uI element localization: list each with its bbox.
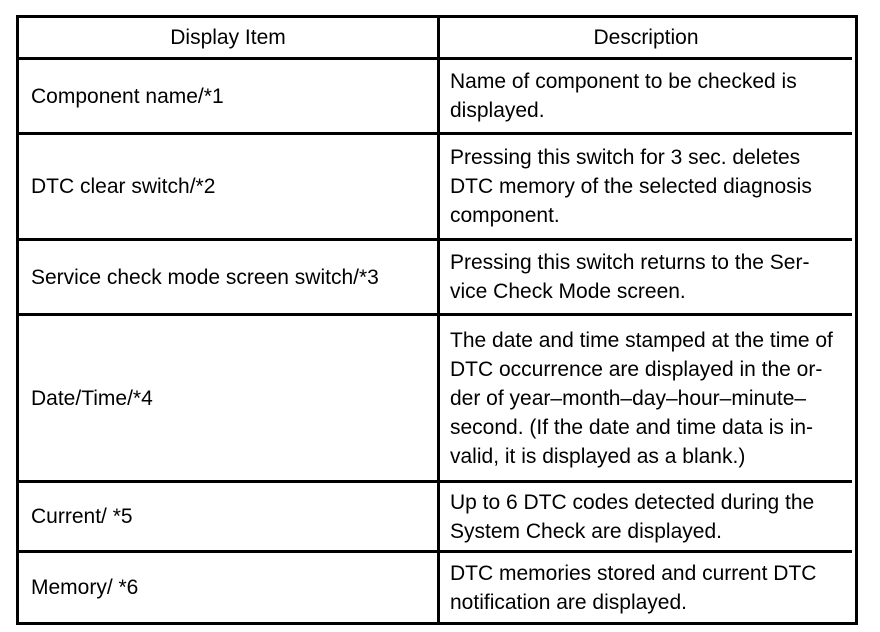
display-item-cell: Component name/*1: [19, 57, 440, 132]
description-cell: Name of component to be checked is displ…: [440, 57, 852, 132]
description-line: System Check are displayed.: [450, 519, 722, 543]
display-item-cell: DTC clear switch/*2: [19, 132, 440, 238]
description-text: The date and time stamped at the time of…: [450, 326, 833, 471]
column-header-display-item: Display Item: [19, 18, 440, 57]
description-line: Up to 6 DTC codes detected during the: [450, 490, 815, 514]
description-line: vice Check Mode screen.: [450, 280, 686, 303]
description-line: second. (If the date and time data is in…: [450, 415, 814, 439]
description-text: DTC memories stored and current DTC noti…: [450, 559, 816, 617]
description-line: Pressing this switch for 3 sec. deletes: [450, 146, 801, 169]
display-item-cell: Current/ *5: [19, 480, 440, 550]
description-line: The date and time stamped at the time of: [450, 328, 833, 352]
description-line: notification are displayed.: [450, 590, 687, 614]
description-line: DTC occurrence are displayed in the or-: [450, 357, 823, 381]
description-line: valid, it is displayed as a blank.): [450, 444, 746, 468]
description-line: component.: [450, 204, 560, 227]
description-text: Up to 6 DTC codes detected during the Sy…: [450, 488, 814, 546]
description-text: Name of component to be checked is displ…: [450, 67, 797, 125]
description-line: DTC memories stored and current DTC: [450, 561, 817, 585]
description-text: Pressing this switch for 3 sec. deletes …: [450, 143, 812, 230]
display-item-cell: Service check mode screen switch/*3: [19, 238, 440, 313]
display-item-cell: Memory/ *6: [19, 550, 440, 622]
column-header-description: Description: [593, 26, 699, 49]
display-item-table: Display Item Description Component name/…: [16, 15, 858, 625]
description-line: displayed.: [450, 99, 545, 122]
display-item-cell: Date/Time/*4: [19, 313, 440, 480]
description-line: Name of component to be checked is: [450, 70, 797, 93]
description-cell: Pressing this switch for 3 sec. deletes …: [440, 132, 852, 238]
description-cell: Pressing this switch returns to the Ser-…: [440, 238, 852, 313]
description-cell: DTC memories stored and current DTC noti…: [440, 550, 852, 622]
description-line: DTC memory of the selected diagnosis: [450, 175, 812, 198]
description-cell: The date and time stamped at the time of…: [440, 313, 852, 480]
description-line: Pressing this switch returns to the Ser-: [450, 251, 810, 274]
description-line: der of year–month–day–hour–minute–: [450, 386, 807, 410]
description-cell: Up to 6 DTC codes detected during the Sy…: [440, 480, 852, 550]
description-text: Pressing this switch returns to the Ser-…: [450, 248, 809, 306]
